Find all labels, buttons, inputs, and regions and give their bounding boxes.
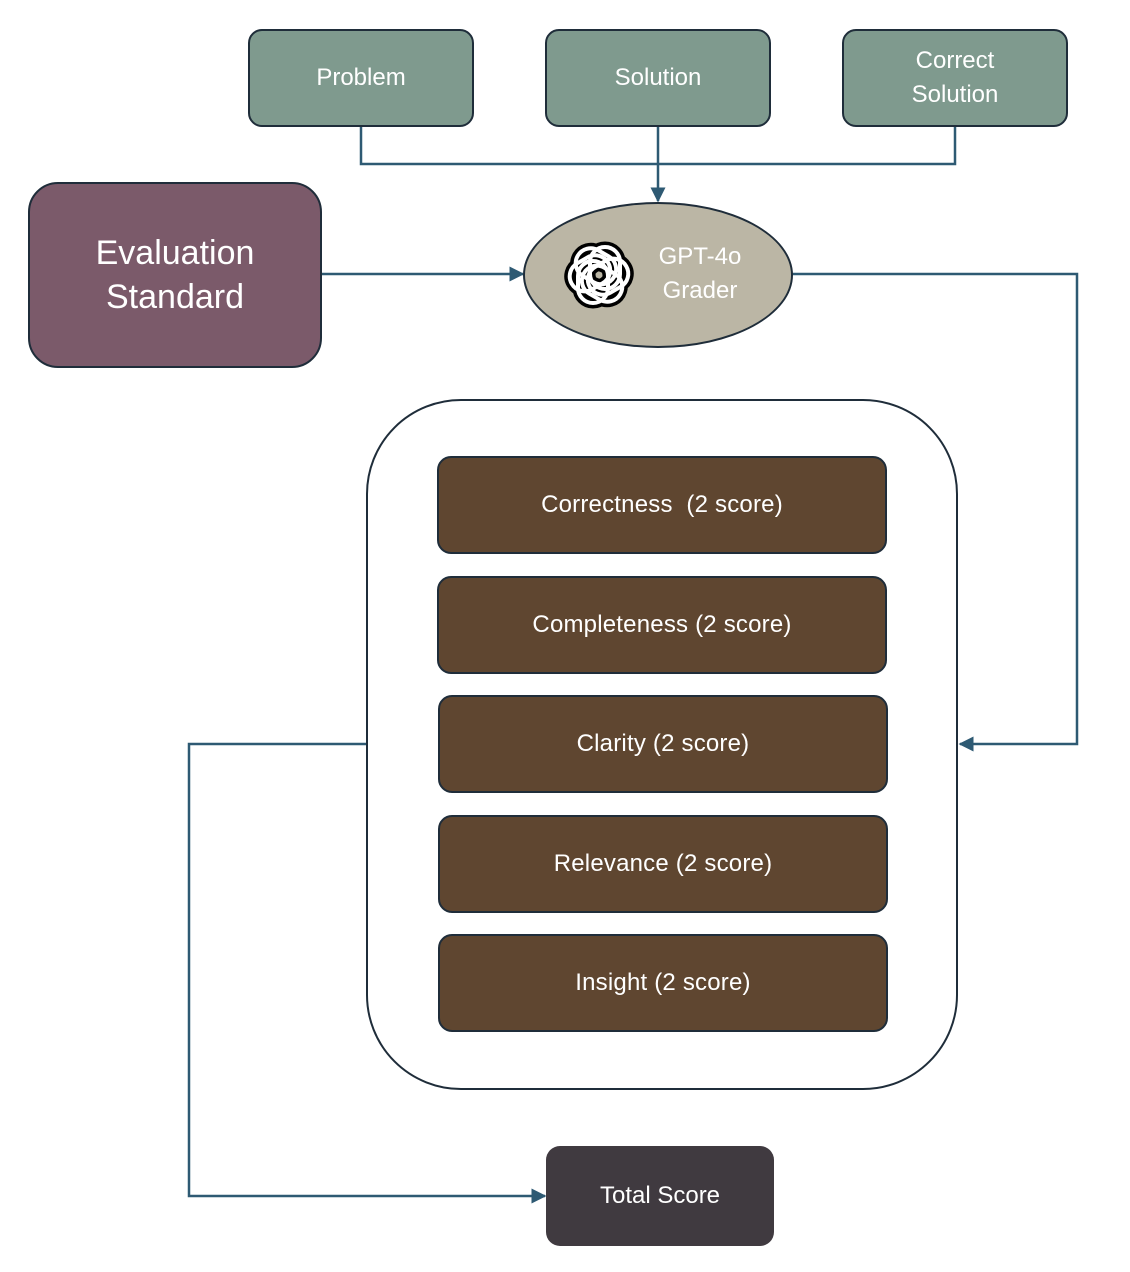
solution-box: Solution — [545, 29, 771, 127]
criteria-to-total-arrow — [187, 742, 547, 1204]
criterion-label: Clarity (2 score) — [576, 730, 750, 757]
correct-solution-label: Correct Solution — [911, 47, 999, 108]
evaluation-standard-label: Evaluation Standard — [95, 234, 255, 316]
criterion-completeness: Completeness (2 score) — [437, 576, 887, 674]
evaluation-standard-box: Evaluation Standard — [28, 182, 322, 368]
criterion-relevance: Relevance (2 score) — [438, 815, 888, 913]
openai-logo-icon — [564, 241, 634, 309]
criterion-label: Completeness (2 score) — [532, 611, 792, 638]
criterion-insight: Insight (2 score) — [438, 934, 888, 1032]
criterion-correctness: Correctness (2 score) — [437, 456, 887, 554]
gpt4o-grader-node: GPT-4o Grader — [523, 202, 793, 348]
total-score-label: Total Score — [599, 1182, 721, 1209]
problem-label: Problem — [316, 64, 406, 91]
grader-to-criteria-arrow — [792, 272, 1079, 752]
solution-label: Solution — [614, 64, 702, 91]
grader-label: GPT-4o Grader — [658, 243, 742, 304]
criterion-label: Correctness (2 score) — [541, 491, 783, 518]
criterion-label: Relevance (2 score) — [553, 850, 773, 877]
criterion-clarity: Clarity (2 score) — [438, 695, 888, 793]
total-score-box: Total Score — [546, 1146, 774, 1246]
criterion-label: Insight (2 score) — [575, 969, 751, 996]
correct-solution-box: Correct Solution — [842, 29, 1068, 127]
problem-box: Problem — [248, 29, 474, 127]
